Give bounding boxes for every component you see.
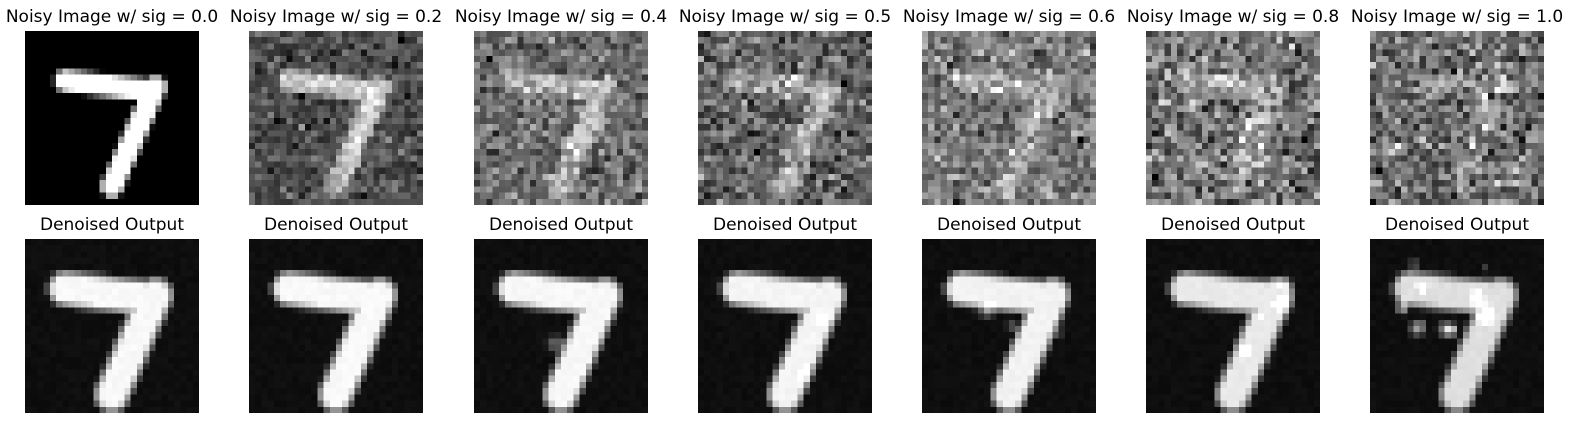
noisy-title-3: Noisy Image w/ sig = 0.5 <box>678 7 892 27</box>
denoised-title-0: Denoised Output <box>39 215 184 235</box>
noisy-title-4: Noisy Image w/ sig = 0.6 <box>902 7 1116 27</box>
noisy-title-0: Noisy Image w/ sig = 0.0 <box>5 7 219 27</box>
denoised-title-4: Denoised Output <box>936 215 1081 235</box>
denoised-image-0 <box>25 239 199 413</box>
denoised-image-3 <box>698 239 872 413</box>
noisy-image-5 <box>1146 31 1320 205</box>
noisy-title-2: Noisy Image w/ sig = 0.4 <box>454 7 668 27</box>
denoised-title-2: Denoised Output <box>488 215 633 235</box>
noisy-title-5: Noisy Image w/ sig = 0.8 <box>1126 7 1340 27</box>
noisy-title-1: Noisy Image w/ sig = 0.2 <box>229 7 443 27</box>
noisy-image-2 <box>474 31 648 205</box>
denoised-image-4 <box>922 239 1096 413</box>
denoised-image-1 <box>249 239 423 413</box>
denoised-image-5 <box>1146 239 1320 413</box>
noisy-image-1 <box>249 31 423 205</box>
noisy-image-6 <box>1370 31 1544 205</box>
denoised-image-6 <box>1370 239 1544 413</box>
denoised-image-2 <box>474 239 648 413</box>
noisy-image-0 <box>25 31 199 205</box>
noisy-title-6: Noisy Image w/ sig = 1.0 <box>1350 7 1564 27</box>
denoised-title-3: Denoised Output <box>712 215 857 235</box>
noisy-image-3 <box>698 31 872 205</box>
noisy-image-4 <box>922 31 1096 205</box>
denoised-title-5: Denoised Output <box>1160 215 1305 235</box>
denoised-title-6: Denoised Output <box>1384 215 1529 235</box>
denoised-title-1: Denoised Output <box>263 215 408 235</box>
